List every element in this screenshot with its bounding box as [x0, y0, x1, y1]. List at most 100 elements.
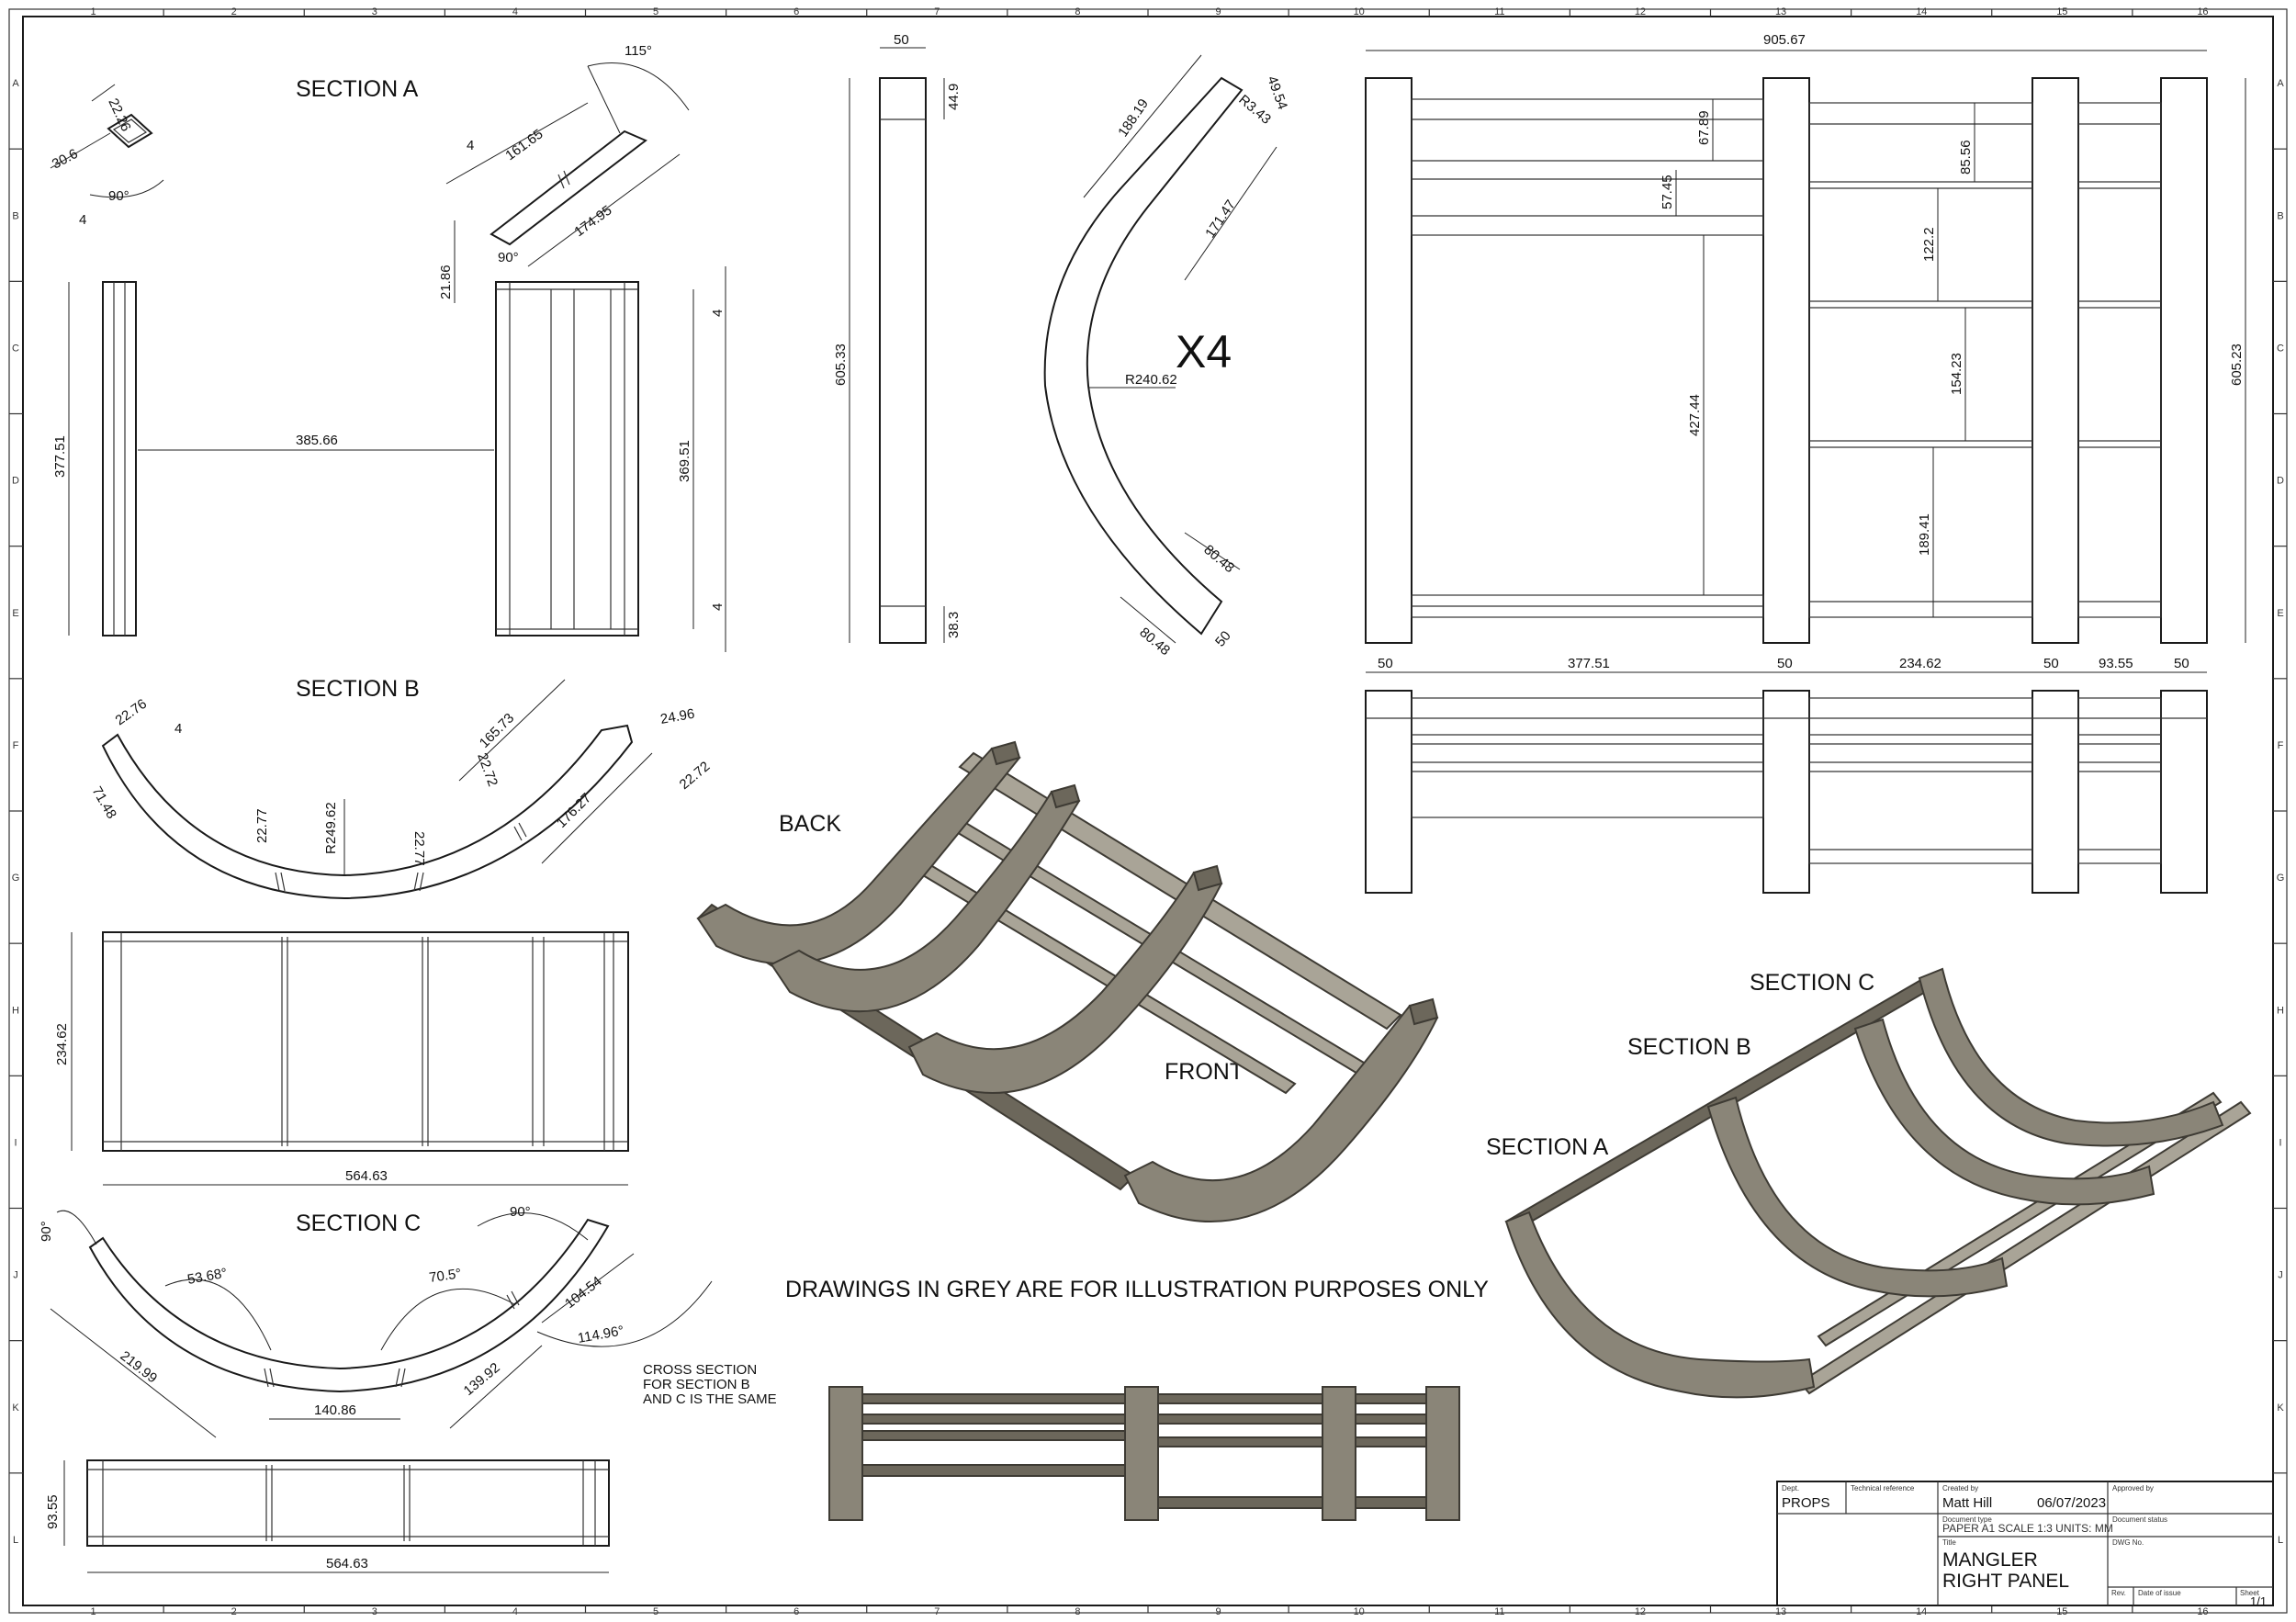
tb-doc-status-label: Document status — [2112, 1515, 2167, 1524]
zone-col-bottom-9: 9 — [1216, 1606, 1221, 1617]
dim-c-93-55: 93.55 — [45, 1494, 61, 1529]
zone-row-left-B: B — [12, 210, 18, 221]
dim-140-86: 140.86 — [314, 1402, 356, 1418]
dim-57-45: 57.45 — [1660, 175, 1675, 209]
note-cross-section-1: CROSS SECTION — [643, 1362, 757, 1378]
iso-rail-top-1 — [958, 751, 1402, 1031]
zone-row-left-E: E — [12, 608, 18, 619]
dim-r249-62: R249.62 — [323, 802, 339, 854]
zone-col-top-6: 6 — [793, 6, 799, 17]
iso-label-section-c: SECTION C — [1750, 970, 1874, 996]
zone-col-bottom-1: 1 — [91, 1606, 96, 1617]
zone-row-right-H: H — [2277, 1005, 2284, 1016]
dim-189-41: 189.41 — [1917, 513, 1932, 556]
dim-21-86: 21.86 — [438, 265, 454, 299]
post-group: 50 44.9 605.33 38.3 — [833, 32, 962, 644]
dim-905-67: 905.67 — [1763, 32, 1806, 48]
tb-title-label: Title — [1942, 1538, 1956, 1547]
dim-427-44: 427.44 — [1687, 394, 1703, 436]
iso-r-rib-b2 — [1853, 1018, 2155, 1206]
iso-r-rib-a — [1504, 1211, 1816, 1399]
tb-date-of-issue-label: Date of issue — [2138, 1589, 2181, 1597]
dim-top-50-b: 50 — [1777, 656, 1793, 671]
zone-col-top-1: 1 — [91, 6, 96, 17]
zone-col-top-14: 14 — [1916, 6, 1927, 17]
zone-row-left-I: I — [14, 1137, 17, 1148]
tb-doc-type-label: Document type — [1942, 1515, 1992, 1524]
zone-col-top-16: 16 — [2197, 6, 2208, 17]
tb-title-2: RIGHT PANEL — [1942, 1571, 2069, 1592]
dim-605-23: 605.23 — [2229, 344, 2245, 386]
isometric-illustration-center: BACK FRONT — [696, 740, 1439, 1222]
zone-col-top-2: 2 — [231, 6, 237, 17]
zone-col-top-11: 11 — [1494, 6, 1504, 17]
zone-col-top-7: 7 — [934, 6, 940, 17]
zone-row-left-L: L — [13, 1535, 18, 1546]
iso-r-rail-2 — [1798, 1100, 2252, 1395]
dim-369-51: 369.51 — [677, 440, 692, 482]
zone-grid: 1122334455667788991010111112121313141415… — [9, 6, 2287, 1617]
dim-104-54: 104.54 — [562, 1274, 605, 1312]
dim-22-76: 22.76 — [113, 696, 151, 728]
zone-col-bottom-11: 11 — [1494, 1606, 1504, 1617]
dim-30-6: 30.6 — [50, 146, 81, 173]
note-cross-section-3: AND C IS THE SAME — [643, 1391, 777, 1407]
tb-rev-label: Rev. — [2111, 1589, 2126, 1597]
quantity-x4: X4 — [1176, 326, 1232, 377]
zone-row-left-F: F — [13, 740, 19, 751]
zone-col-top-5: 5 — [653, 6, 658, 17]
dim-22-72-b: 22.72 — [677, 759, 714, 793]
zone-col-bottom-6: 6 — [793, 1606, 799, 1617]
dim-377-51: 377.51 — [52, 435, 68, 478]
section-c-title: SECTION C — [296, 1211, 421, 1236]
side-illustration — [828, 1386, 1460, 1521]
front-rails — [1411, 98, 2162, 618]
dim-176-27: 176.27 — [554, 790, 594, 830]
dim-154-23: 154.23 — [1949, 353, 1964, 395]
section-a-title: SECTION A — [296, 76, 419, 102]
dim-c-90-a: 90° — [39, 1221, 54, 1242]
dim-38-3: 38.3 — [946, 612, 962, 638]
section-b-elevation — [102, 931, 629, 1152]
title-block-frame — [1776, 1481, 2274, 1606]
tb-title-1: MANGLER — [1942, 1549, 2038, 1571]
zone-col-bottom-2: 2 — [231, 1606, 237, 1617]
section-a-group: SECTION A 22.26 30.6 90° 4 115° 161.65 4… — [50, 43, 726, 652]
dim-90-deg-a: 90° — [108, 188, 129, 204]
front-post-4 — [2160, 77, 2208, 644]
top-view-group: 50 377.51 50 234.62 50 93.55 50 — [1365, 656, 2208, 894]
dim-139-92: 139.92 — [461, 1360, 503, 1400]
zone-col-top-10: 10 — [1354, 6, 1365, 17]
dim-top-50-c: 50 — [2043, 656, 2059, 671]
zone-row-left-G: G — [12, 873, 20, 884]
dim-161-65: 161.65 — [502, 127, 546, 164]
section-c-group: SECTION C 90° 53.68° 219.99 140.86 70.5°… — [39, 1204, 777, 1573]
front-elevation-group: 905.67 — [1365, 32, 2246, 644]
note-cross-section-2: FOR SECTION B — [643, 1377, 750, 1392]
tb-dept-label: Dept. — [1782, 1484, 1799, 1492]
zone-col-top-3: 3 — [372, 6, 377, 17]
tb-sheet-label: Sheet — [2240, 1589, 2260, 1597]
top-post-4 — [2160, 690, 2208, 894]
note-grey-illustration: DRAWINGS IN GREY ARE FOR ILLUSTRATION PU… — [785, 1277, 1489, 1302]
section-a-side-left — [102, 281, 137, 636]
zone-col-bottom-12: 12 — [1635, 1606, 1646, 1617]
iso-label-section-b: SECTION B — [1627, 1034, 1751, 1060]
dim-114-96: 114.96° — [577, 1323, 625, 1346]
zone-col-top-8: 8 — [1075, 6, 1080, 17]
zone-row-left-K: K — [12, 1402, 19, 1414]
dim-r240-62: R240.62 — [1125, 372, 1177, 388]
top-post-3 — [2032, 690, 2079, 894]
section-a-angled-bar — [490, 130, 647, 246]
dim-4-a: 4 — [79, 212, 86, 228]
zone-row-right-A: A — [2277, 78, 2284, 89]
dim-53-68: 53.68° — [186, 1266, 229, 1288]
zone-col-bottom-16: 16 — [2197, 1606, 2208, 1617]
zone-col-top-12: 12 — [1635, 6, 1646, 17]
dim-171-47: 171.47 — [1202, 197, 1239, 242]
iso-label-section-a: SECTION A — [1486, 1134, 1609, 1160]
zone-row-left-D: D — [12, 476, 19, 487]
zone-row-right-B: B — [2277, 210, 2283, 221]
dim-90-deg-b: 90° — [498, 250, 519, 265]
